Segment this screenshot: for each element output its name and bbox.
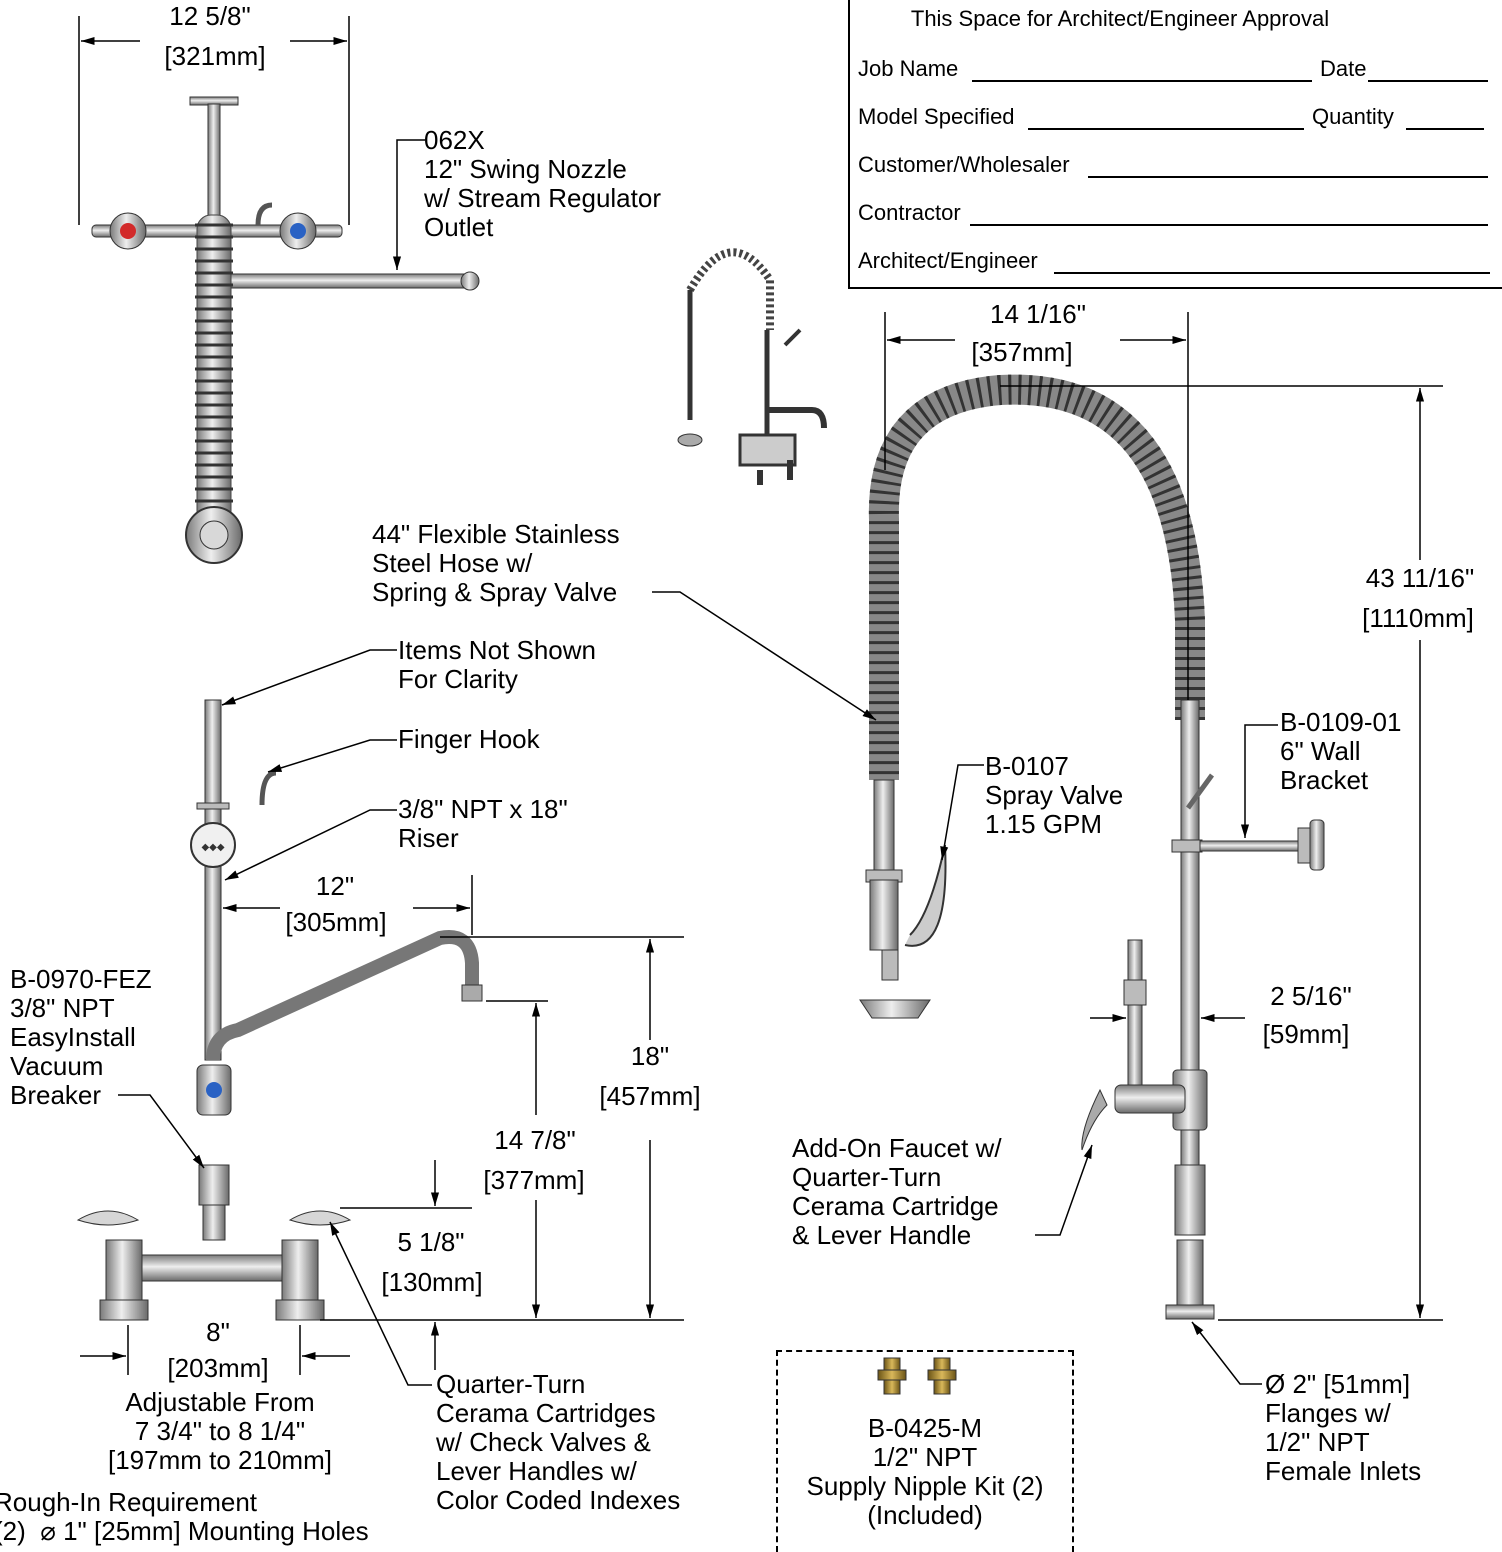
- add-on-faucet-label: Add-On Faucet w/ Quarter-Turn Cerama Car…: [792, 1133, 1002, 1250]
- side-width-in: 14 1/16": [990, 299, 1086, 329]
- centers-mm: [203mm]: [167, 1353, 269, 1383]
- spout-mm: [377mm]: [483, 1165, 585, 1195]
- quantity-field[interactable]: [1406, 128, 1484, 130]
- rough-in-label: Rough-In Requirement (2) ⌀ 1" [25mm] Mou…: [0, 1487, 369, 1546]
- top-width-mm: [321mm]: [164, 41, 266, 71]
- offset-in: 2 5/16": [1270, 981, 1352, 1011]
- centers-in: 8": [206, 1317, 230, 1347]
- finger-hook-label: Finger Hook: [398, 724, 540, 754]
- wall-bracket-label: B-0109-01 6" Wall Bracket: [1280, 707, 1402, 795]
- top-view: [78, 16, 480, 564]
- spray-valve-label: B-0107 Spray Valve 1.15 GPM: [985, 751, 1124, 839]
- riser-label: 3/8" NPT x 18" Riser: [398, 794, 568, 853]
- side-view: [652, 312, 1443, 1385]
- quantity-label: Quantity: [1312, 104, 1394, 129]
- contractor-field[interactable]: [970, 224, 1488, 226]
- side-height-mm: [1110mm]: [1362, 603, 1474, 633]
- front-view: ◆◆◆: [76, 649, 684, 1386]
- svg-text:◆◆◆: ◆◆◆: [201, 842, 224, 853]
- job-name-field[interactable]: [972, 80, 1312, 82]
- height-18-mm: [457mm]: [599, 1081, 701, 1111]
- job-name-label: Job Name: [858, 56, 959, 81]
- flanges-label: Ø 2" [51mm] Flanges w/ 1/2" NPT Female I…: [1265, 1369, 1422, 1486]
- contractor-label: Contractor: [858, 200, 961, 225]
- date-label: Date: [1320, 56, 1367, 81]
- side-height-in: 43 11/16": [1365, 563, 1475, 593]
- date-field[interactable]: [1368, 80, 1488, 82]
- model-specified-label: Model Specified: [858, 104, 1015, 129]
- reach-in: 12": [315, 871, 355, 901]
- top-width-in: 12 5/8": [169, 1, 251, 31]
- architect-label: Architect/Engineer: [858, 248, 1038, 273]
- approval-heading: This Space for Architect/Engineer Approv…: [910, 6, 1330, 31]
- architect-field[interactable]: [1054, 272, 1490, 274]
- nipple-kit-drawing: [877, 1357, 957, 1395]
- hose-label: 44" Flexible Stainless Steel Hose w/ Spr…: [372, 519, 620, 607]
- offset-mm: [59mm]: [1262, 1019, 1350, 1049]
- iso-view: [677, 248, 827, 485]
- vacuum-breaker-label: B-0970-FEZ 3/8" NPT EasyInstall Vacuum B…: [10, 964, 152, 1110]
- deck-in: 5 1/8": [397, 1227, 465, 1257]
- customer-field[interactable]: [1088, 176, 1488, 178]
- cartridges-label: Quarter-Turn Cerama Cartridges w/ Check …: [436, 1369, 681, 1515]
- model-specified-field[interactable]: [1028, 128, 1304, 130]
- nipple-kit-label: B-0425-M 1/2" NPT Supply Nipple Kit (2) …: [806, 1413, 1044, 1530]
- items-not-shown-label: Items Not Shown For Clarity: [398, 635, 596, 694]
- deck-mm: [130mm]: [381, 1267, 483, 1297]
- height-18-in: 18": [630, 1041, 670, 1071]
- spout-in: 14 7/8": [494, 1125, 576, 1155]
- side-width-mm: [357mm]: [971, 337, 1073, 367]
- approval-box: This Space for Architect/Engineer Approv…: [848, 0, 1502, 289]
- reach-mm: [305mm]: [285, 907, 387, 937]
- customer-label: Customer/Wholesaler: [858, 152, 1070, 177]
- nipple-kit-box: [776, 1350, 1074, 1552]
- adjustable-label: Adjustable From 7 3/4" to 8 1/4" [197mm …: [108, 1387, 332, 1475]
- nozzle-label: 062X 12" Swing Nozzle w/ Stream Regulato…: [424, 125, 661, 242]
